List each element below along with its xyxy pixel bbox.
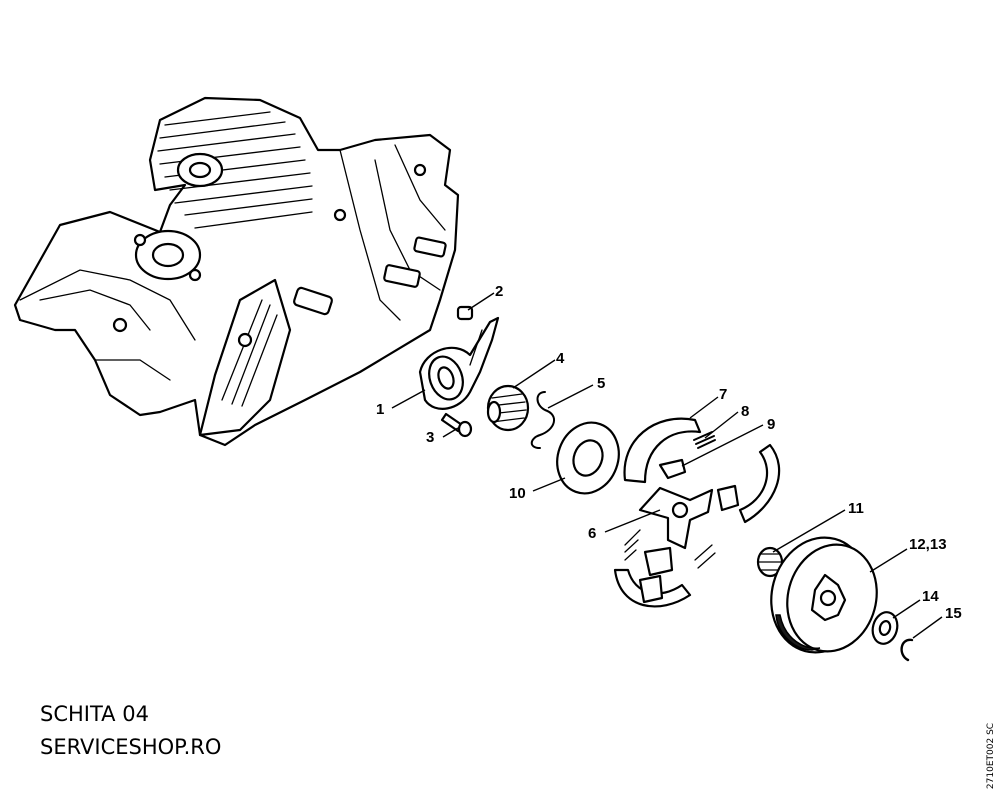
part-worm-gear [486, 384, 530, 432]
callout-12-13: 12,13 [909, 536, 947, 553]
part-small-spring [693, 431, 716, 449]
callout-2: 2 [495, 283, 503, 300]
drawing-code-text: 2710ET002 SC [986, 722, 996, 790]
callout-15: 15 [945, 605, 962, 622]
callout-10: 10 [509, 485, 526, 502]
part-screw [440, 412, 473, 438]
callout-8: 8 [741, 403, 749, 420]
part-washer-disk [556, 421, 620, 495]
part-clutch-shoe-lower [613, 546, 692, 608]
callout-5: 5 [597, 375, 605, 392]
part-clutch-carrier [624, 486, 716, 569]
part-clutch-shoe [623, 417, 702, 484]
callout-7: 7 [719, 386, 727, 403]
callout-6: 6 [588, 525, 596, 542]
caption-sketch-number: SCHITA 04 [40, 702, 149, 726]
leader-lines [391, 292, 943, 639]
callout-11: 11 [848, 500, 864, 517]
callout-14: 14 [922, 588, 939, 605]
part-clutch-drum [770, 536, 878, 654]
part-retainer [658, 458, 687, 480]
engine-housing [13, 96, 460, 447]
part-e-clip [900, 638, 914, 662]
callout-3: 3 [426, 429, 434, 446]
callout-1: 1 [376, 401, 384, 418]
callouts: 1 2 3 4 5 6 7 8 9 10 11 12,13 14 15 [376, 283, 962, 622]
callout-4: 4 [556, 350, 565, 367]
part-washer [871, 611, 899, 645]
part-oil-pump-housing [418, 316, 500, 410]
part-clutch-shoe-right [716, 443, 781, 524]
caption-site-name: SERVICESHOP.RO [40, 735, 222, 759]
callout-9: 9 [767, 416, 775, 433]
drawing-code: 2710ET002 SC [984, 718, 998, 794]
part-wire-spring [530, 391, 555, 449]
